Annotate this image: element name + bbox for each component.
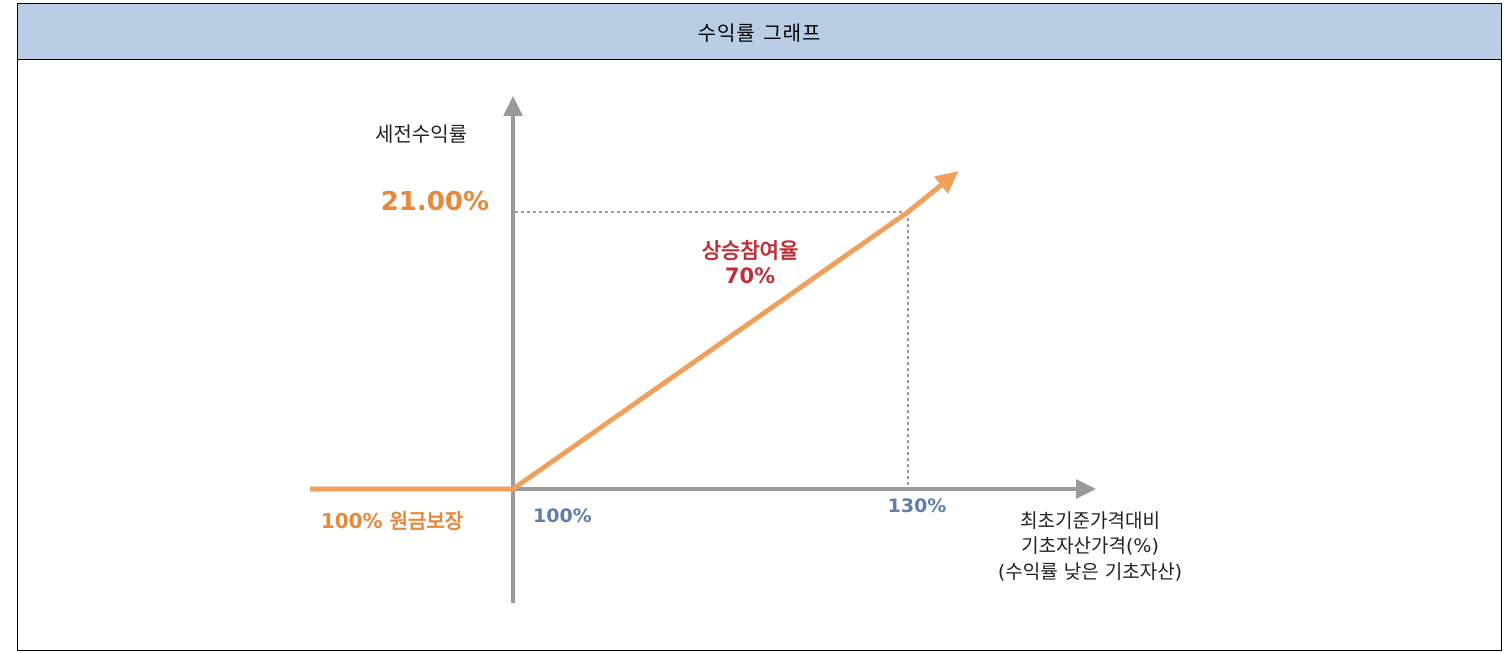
chart-header: 수익률 그래프 <box>18 4 1501 60</box>
chart-title: 수익률 그래프 <box>697 21 822 45</box>
payoff-line <box>310 171 959 492</box>
x-tick-label: 130% <box>888 495 947 517</box>
y-axis-label: 세전수익률 <box>375 122 467 146</box>
x-axis-label-line2: 기초자산가격(%) <box>1021 535 1159 557</box>
x-tick-label: 100% <box>533 505 592 527</box>
x-axis-label-line3: (수익률 낮은 기초자산) <box>998 561 1182 583</box>
y-tick-label: 21.00% <box>381 187 489 217</box>
principal-guarantee-label: 100% 원금보장 <box>321 509 464 533</box>
x-axis-label-line1: 최초기준가격대비 <box>1020 510 1160 532</box>
participation-rate-label: 상승참여율 <box>702 239 799 263</box>
chart-frame: 수익률 그래프 <box>17 3 1502 651</box>
participation-rate-value: 70% <box>725 264 775 288</box>
